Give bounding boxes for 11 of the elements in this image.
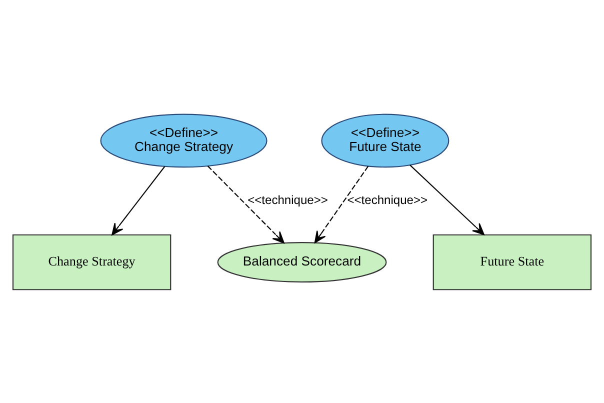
node-ellipse: <<Define>> Future State — [321, 113, 450, 168]
node-box: Future State — [432, 234, 592, 290]
arrow — [207, 165, 284, 243]
node-ellipse: Balanced Scorecard — [217, 242, 387, 282]
edge-label: <<technique>> — [248, 192, 328, 207]
node-box: Change Strategy — [12, 234, 172, 290]
node-ellipse: <<Define>> Change Strategy — [100, 113, 268, 168]
arrow — [112, 166, 166, 235]
edge-label: <<technique>> — [347, 192, 428, 207]
arrow — [314, 165, 369, 243]
arrow — [410, 164, 484, 235]
